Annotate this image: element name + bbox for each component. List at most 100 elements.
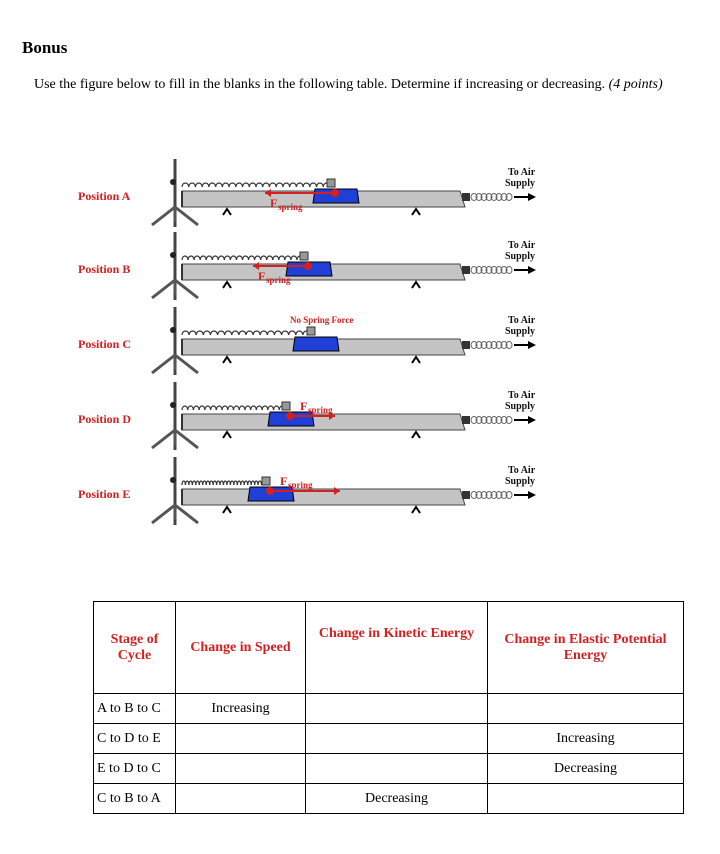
cell-speed[interactable]: Increasing bbox=[175, 693, 306, 724]
hose-coil bbox=[480, 416, 488, 424]
cell-elastic[interactable]: Increasing bbox=[487, 723, 684, 754]
hose-coil bbox=[495, 416, 503, 424]
spring-coil bbox=[202, 330, 212, 336]
hose-coil bbox=[480, 266, 488, 274]
cell-kinetic[interactable] bbox=[305, 723, 488, 754]
cell-speed[interactable] bbox=[175, 723, 306, 754]
hose-coil bbox=[500, 266, 508, 274]
hose-coil bbox=[475, 341, 483, 349]
clamp-knob bbox=[170, 252, 176, 258]
spring-coil bbox=[282, 182, 291, 188]
force-arrow-head bbox=[265, 189, 271, 197]
no-force-label: No Spring Force bbox=[290, 315, 353, 325]
spring-coil bbox=[221, 405, 229, 411]
hose-coil bbox=[485, 416, 493, 424]
support-left bbox=[222, 355, 232, 364]
hose-coil bbox=[480, 491, 488, 499]
cell-kinetic[interactable] bbox=[305, 753, 488, 784]
air-supply-label: Supply bbox=[505, 326, 535, 337]
spring-coil bbox=[275, 182, 284, 188]
hose-coil bbox=[470, 416, 478, 424]
spring-coil bbox=[195, 330, 204, 336]
cell-elastic[interactable]: Decreasing bbox=[487, 753, 684, 784]
hose-coil bbox=[505, 193, 513, 201]
spring-coil bbox=[209, 330, 219, 336]
spring-coil bbox=[211, 255, 219, 261]
support-right bbox=[411, 505, 421, 514]
cell-kinetic[interactable]: Decreasing bbox=[305, 783, 488, 814]
air-supply-label: Supply bbox=[505, 178, 535, 189]
spring-coil bbox=[289, 182, 297, 188]
hose-coil bbox=[470, 341, 478, 349]
table-row: C to B to A Decreasing bbox=[93, 783, 684, 814]
air-arrow-head bbox=[528, 416, 536, 424]
spring-coil bbox=[181, 330, 190, 336]
hose-coil bbox=[505, 416, 513, 424]
spring-coil bbox=[273, 330, 283, 336]
hose-coil bbox=[490, 341, 498, 349]
support-left bbox=[222, 280, 232, 289]
spring-coil bbox=[210, 405, 217, 411]
spring-coil bbox=[284, 255, 292, 261]
spring-hook bbox=[261, 476, 271, 486]
stand-leg bbox=[174, 353, 199, 375]
spring-coil bbox=[232, 405, 240, 411]
spring-coil bbox=[295, 330, 304, 336]
spring-coil bbox=[221, 182, 230, 188]
cell-speed[interactable] bbox=[175, 753, 306, 784]
spring-coil bbox=[181, 182, 190, 188]
position-label: Position D bbox=[78, 412, 131, 426]
spring-coil bbox=[241, 255, 250, 261]
spring-coil bbox=[245, 330, 254, 336]
spring-coil bbox=[198, 405, 206, 411]
air-supply-label: To Air bbox=[508, 465, 536, 476]
cell-elastic[interactable] bbox=[487, 693, 684, 724]
spring-hook bbox=[299, 251, 309, 261]
air-supply-label: To Air bbox=[508, 315, 536, 326]
spring-coil bbox=[241, 182, 250, 188]
force-label-subscript: spring bbox=[308, 405, 333, 415]
hose-coil bbox=[505, 341, 513, 349]
spring-coil bbox=[188, 330, 197, 336]
spring-coil bbox=[267, 405, 275, 411]
spring-coil bbox=[229, 255, 238, 261]
air-arrow-head bbox=[528, 491, 536, 499]
position-label: Position C bbox=[78, 337, 131, 351]
spring-hook bbox=[306, 326, 316, 336]
support-left bbox=[222, 207, 232, 216]
spring-coil bbox=[262, 182, 271, 188]
hose-coil bbox=[500, 341, 508, 349]
air-supply-label: Supply bbox=[505, 251, 535, 262]
support-right bbox=[411, 280, 421, 289]
cell-elastic[interactable] bbox=[487, 783, 684, 814]
force-label: F bbox=[258, 269, 265, 283]
stand-leg bbox=[151, 503, 176, 525]
hose-coil bbox=[490, 416, 498, 424]
air-supply-label: To Air bbox=[508, 390, 536, 401]
table-row: E to D to C Decreasing bbox=[93, 753, 684, 784]
stand-leg bbox=[174, 205, 199, 227]
stand-leg bbox=[174, 428, 199, 450]
spring-coil bbox=[187, 405, 195, 411]
spring-coil bbox=[199, 255, 207, 261]
hose-coil bbox=[495, 193, 503, 201]
cell-speed[interactable] bbox=[175, 783, 306, 814]
hose-connector bbox=[462, 193, 470, 201]
air-supply-label: Supply bbox=[505, 401, 535, 412]
spring-coil bbox=[215, 182, 223, 188]
spring-coil bbox=[248, 182, 257, 188]
hose-coil bbox=[495, 266, 503, 274]
position-label: Position B bbox=[78, 262, 130, 276]
cell-kinetic[interactable] bbox=[305, 693, 488, 724]
force-arrow-head bbox=[329, 412, 335, 420]
clamp-knob bbox=[170, 179, 176, 185]
spring-coil bbox=[223, 255, 231, 261]
spring-coil bbox=[266, 255, 274, 261]
hose-coil bbox=[480, 193, 488, 201]
hose-coil bbox=[470, 266, 478, 274]
hose-coil bbox=[495, 341, 503, 349]
spring-coil bbox=[228, 182, 237, 188]
